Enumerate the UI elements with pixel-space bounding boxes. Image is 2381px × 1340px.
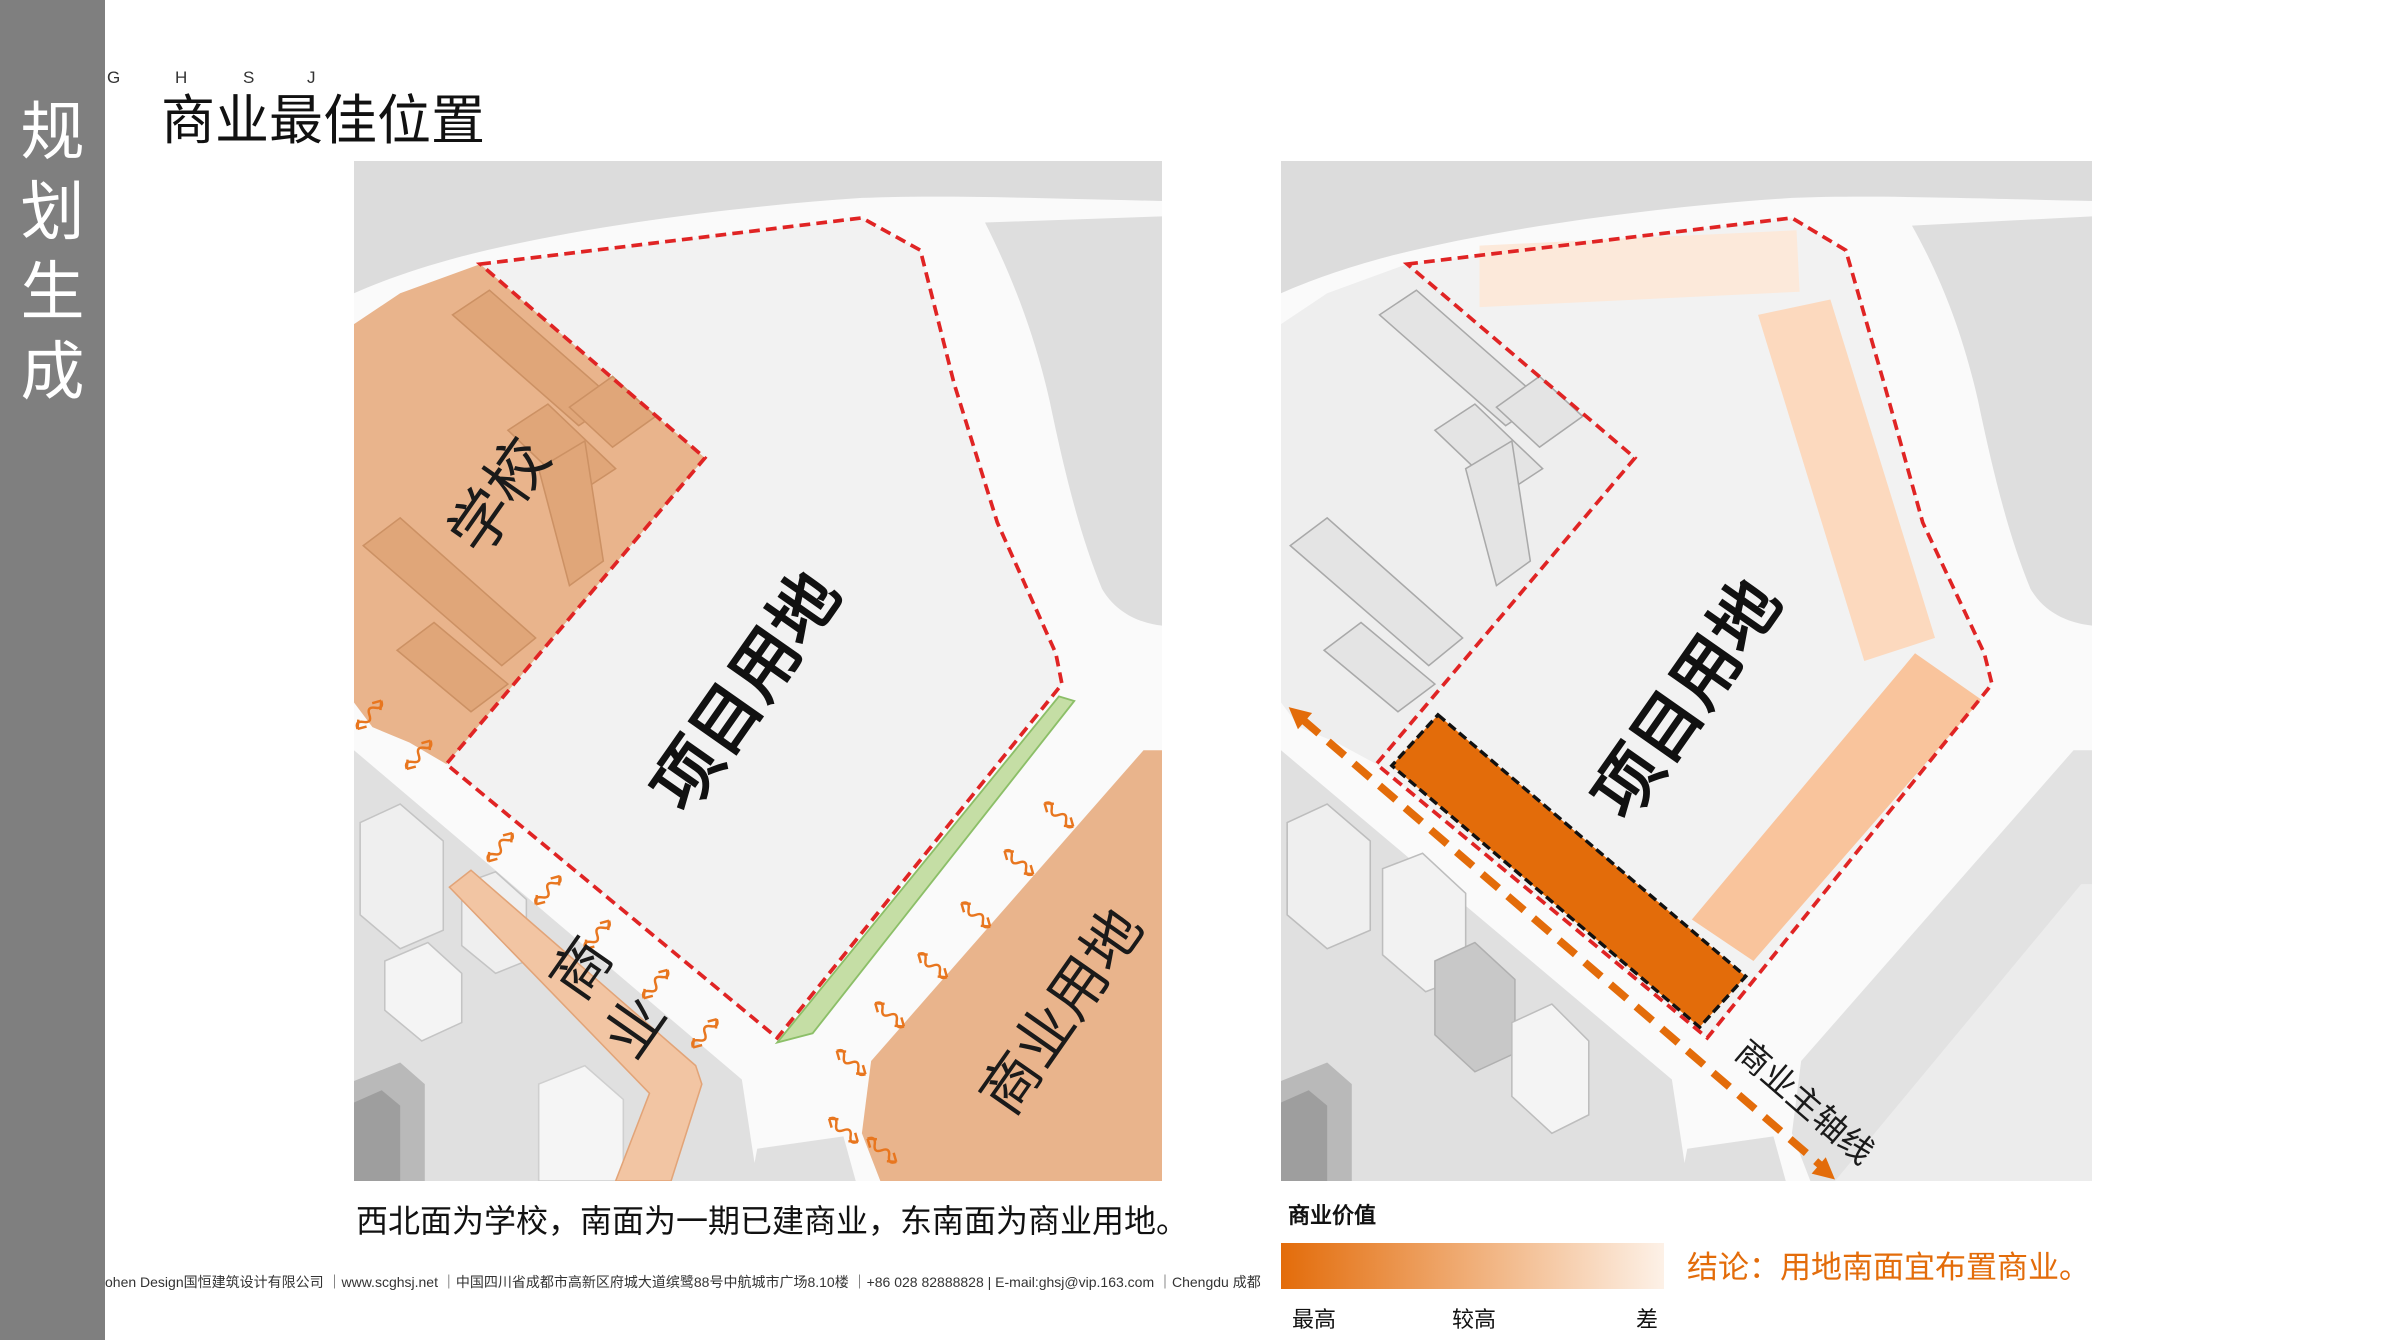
building-block: [359, 803, 445, 950]
commercial-axis-arrow: [1288, 707, 1836, 1180]
low-value-bar-north: [1479, 230, 1800, 308]
school-buildings: [362, 289, 657, 713]
north-parcel: [1281, 161, 2092, 294]
medium-value-bar: [1691, 653, 1982, 961]
header-letter: J: [307, 68, 316, 87]
commercial-land-parcel: [861, 750, 1162, 1181]
header-letter: S: [243, 68, 255, 87]
low-value-bar-east: [1758, 299, 1936, 661]
legend-title: 商业价值: [1288, 1203, 1377, 1228]
building-block: [1322, 621, 1437, 713]
sidebar-title: 规 划 生 成: [0, 92, 105, 412]
sidebar-title-char: 生: [20, 256, 85, 328]
sidebar: 规 划 生 成: [0, 0, 105, 1340]
left-site-map: 学校 项目用地 商业用地 商 业: [354, 161, 1162, 1181]
southwest-buildings: [1281, 803, 1590, 1181]
existing-commercial-strip: [448, 869, 703, 1181]
project-site-area: [446, 217, 1062, 1038]
building-block: [354, 1090, 401, 1181]
arrowhead-icon: [1811, 1157, 1836, 1180]
building-block: [1289, 516, 1464, 667]
header-letter: H: [175, 68, 188, 87]
company-footer: ohen Design国恒建筑设计有限公司 ｜www.scghsj.net ｜中…: [105, 1274, 1261, 1290]
northeast-parcel: [1911, 216, 2092, 626]
building-block: [1464, 439, 1532, 587]
legend-label-high: 较高: [1452, 1307, 1497, 1332]
site-boundary: [1373, 216, 1994, 1041]
building-block: [384, 941, 463, 1042]
north-parcel: [354, 161, 1162, 294]
building-block: [537, 439, 605, 587]
building-block: [362, 516, 537, 667]
building-block: [395, 621, 510, 713]
legend-label-highest: 最高: [1292, 1307, 1337, 1332]
south-parcel: [751, 1136, 856, 1181]
right-site-map: 商业主轴线 项目用地: [1281, 161, 2092, 1181]
sidebar-title-char: 规: [20, 96, 85, 168]
building-block: [1281, 1090, 1328, 1181]
sidebar-title-char: 划: [20, 176, 85, 248]
school-buildings: [1289, 289, 1584, 713]
sidebar-title-char: 成: [20, 336, 85, 408]
page-title: 商业最佳位置: [161, 91, 485, 151]
building-block: [1286, 803, 1372, 950]
arrowhead-icon: [1288, 707, 1313, 730]
building-block: [1511, 1003, 1590, 1135]
high-value-commercial-bar: [1389, 712, 1749, 1030]
legend-gradient-bar: [1281, 1243, 1664, 1289]
northeast-parcel: [985, 216, 1162, 626]
building-block: [1495, 375, 1584, 449]
header-letter: G: [107, 68, 121, 87]
building-block: [537, 1064, 625, 1181]
conclusion-text: 结论：用地南面宜布置商业。: [1687, 1250, 2090, 1285]
map-caption: 西北面为学校，南面为一期已建商业，东南面为商业用地。: [356, 1203, 1189, 1239]
southeast-parcel-shade: [1835, 884, 2092, 1181]
commercial-axis-line: [1300, 716, 1826, 1171]
green-buffer-strip: [774, 695, 1076, 1045]
legend-label-poor: 差: [1636, 1307, 1659, 1332]
south-parcel: [1681, 1136, 1786, 1181]
site-boundary: [443, 216, 1064, 1041]
